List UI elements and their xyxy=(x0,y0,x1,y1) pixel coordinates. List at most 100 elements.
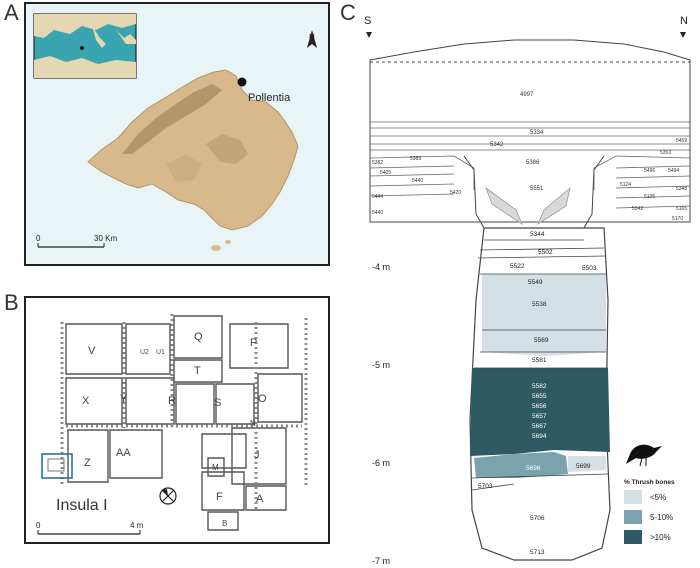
highlighted-area xyxy=(41,453,73,479)
room-label-j: J xyxy=(254,449,260,461)
scale-start: 0 xyxy=(36,234,41,243)
stratigraphic-section: S N 4997 5334 5342 5386 5353 5459 5382 5… xyxy=(364,15,691,566)
layer-5459: 5459 xyxy=(676,138,687,144)
legend-label-high: >10% xyxy=(650,533,671,542)
layer-4997: 4997 xyxy=(520,92,534,98)
layer-5444: 5444 xyxy=(372,194,383,200)
insula-plan: V U2 U1 Q P T X Y R S O N AA Z M J F A B xyxy=(26,298,328,542)
layer-5538: 5538 xyxy=(532,301,547,308)
well-layer-5569 xyxy=(482,330,606,356)
panel-a-map-frame: Pollentia N 0 30 Km xyxy=(24,2,330,266)
plan-scale-end: 4 m xyxy=(130,521,144,530)
layer-5655: 5655 xyxy=(532,393,547,400)
depth-5m: -5 m xyxy=(372,360,390,370)
well-layer-5699 xyxy=(568,456,606,472)
pollentia-label: Pollentia xyxy=(248,92,291,104)
layer-5382: 5382 xyxy=(372,160,383,166)
room-label-m: M xyxy=(212,463,219,472)
insula-title: Insula I xyxy=(56,497,108,514)
depth-6m: -6 m xyxy=(372,458,390,468)
mallorca-map: Pollentia N 0 30 Km xyxy=(26,4,328,264)
room-label-y: Y xyxy=(120,393,128,405)
room-label-z: Z xyxy=(84,457,91,469)
panel-b-letter: B xyxy=(4,290,19,315)
room-label-u2: U2 xyxy=(140,349,149,356)
layer-5698: 5698 xyxy=(526,465,541,472)
north-dir-label: N xyxy=(680,15,688,27)
mountain-relief xyxy=(122,84,222,154)
well-layer-5582-group xyxy=(470,368,610,456)
room-label-p: P xyxy=(250,337,257,349)
room-label-b: B xyxy=(222,519,227,528)
room-label-q: Q xyxy=(194,331,203,343)
plan-scale-start: 0 xyxy=(36,521,41,530)
room-label-v: V xyxy=(88,345,96,357)
layer-5667: 5667 xyxy=(532,423,547,430)
layer-5549: 5549 xyxy=(528,279,543,286)
room-label-o: O xyxy=(258,393,267,405)
layer-5551: 5551 xyxy=(530,186,544,192)
inset-mediterranean-map xyxy=(33,13,137,79)
legend-swatch-low xyxy=(624,490,642,504)
layer-5386: 5386 xyxy=(526,160,540,166)
panel-c-letter: C xyxy=(340,0,356,25)
well-layer-5698 xyxy=(474,452,568,478)
room-label-u1: U1 xyxy=(156,349,165,356)
layer-5713: 5713 xyxy=(530,549,545,556)
upper-section xyxy=(369,39,691,223)
layer-5348: 5348 xyxy=(676,186,687,192)
room-label-x: X xyxy=(82,395,90,407)
room-label-f: F xyxy=(216,491,223,503)
layer-5703: 5703 xyxy=(478,483,493,490)
scale-end: 30 Km xyxy=(94,234,117,243)
room-label-n: N xyxy=(250,419,256,428)
layer-5420: 5420 xyxy=(450,190,461,196)
well-layer-5538 xyxy=(482,274,606,330)
north-arrow-icon xyxy=(307,30,317,48)
layer-5440a: 5440 xyxy=(412,178,423,184)
compass-icon xyxy=(159,487,177,505)
layer-5170: 5170 xyxy=(672,216,683,222)
layer-5440b: 5440 xyxy=(372,210,383,216)
layer-5334: 5334 xyxy=(530,130,544,136)
layer-5522: 5522 xyxy=(510,263,525,270)
room-label-r: R xyxy=(168,395,176,407)
layer-5694: 5694 xyxy=(532,433,547,440)
layer-5706: 5706 xyxy=(530,515,545,522)
legend-swatch-mid xyxy=(624,510,642,524)
legend-label-low: <5% xyxy=(650,493,666,502)
layer-5344: 5344 xyxy=(530,231,545,238)
thrush-bird-icon xyxy=(626,444,662,467)
layer-5342: 5342 xyxy=(490,142,504,148)
layer-5405: 5405 xyxy=(380,170,391,176)
room-label-s: S xyxy=(214,397,221,409)
south-label: S xyxy=(364,15,371,27)
room-label-aa: AA xyxy=(116,447,131,459)
layer-5496: 5496 xyxy=(644,168,655,174)
layer-5657: 5657 xyxy=(532,413,547,420)
layer-5389: 5389 xyxy=(410,156,421,162)
room-label-t: T xyxy=(194,365,201,377)
layer-5135: 5135 xyxy=(644,194,655,200)
north-label: N xyxy=(309,33,315,42)
depth-4m: -4 m xyxy=(372,262,390,272)
layer-5699: 5699 xyxy=(576,463,591,470)
layer-5503: 5503 xyxy=(582,265,597,272)
legend-label-mid: 5-10% xyxy=(650,513,673,522)
layer-5353: 5353 xyxy=(660,150,671,156)
room-label-a: A xyxy=(256,493,264,505)
legend: % Thrush bones <5% 5-10% >10% xyxy=(624,479,675,544)
layer-5124: 5124 xyxy=(620,182,631,188)
panel-b-plan-frame: V U2 U1 Q P T X Y R S O N AA Z M J F A B xyxy=(24,296,330,544)
depth-7m: -7 m xyxy=(372,556,390,566)
legend-swatch-high xyxy=(624,530,642,544)
mallorca-island xyxy=(87,69,299,231)
layer-5342b: 5342 xyxy=(632,206,643,212)
layer-5581: 5581 xyxy=(532,357,547,364)
layer-5494: 5494 xyxy=(668,168,679,174)
legend-title: % Thrush bones xyxy=(624,479,675,486)
layer-5569: 5569 xyxy=(534,337,549,344)
layer-5656: 5656 xyxy=(532,403,547,410)
layer-5165: 5165 xyxy=(676,206,687,212)
layer-5582: 5582 xyxy=(532,383,547,390)
